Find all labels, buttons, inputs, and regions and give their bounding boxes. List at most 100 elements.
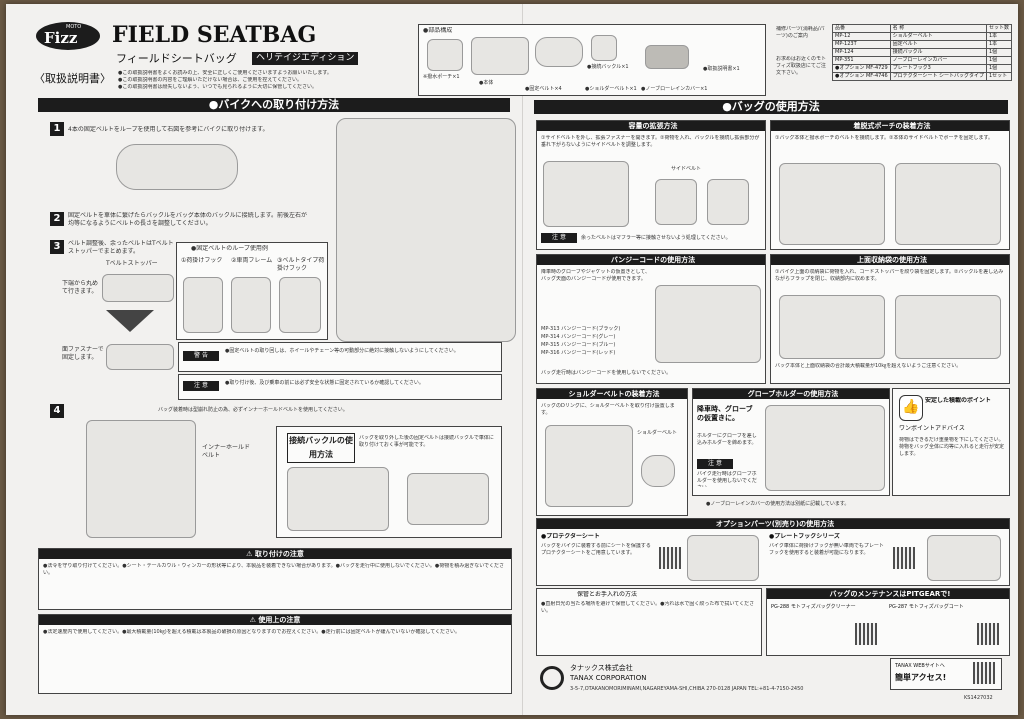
warning-box: 警 告 ●固定ベルトの取り回しは、ホイールやチェーン等の可動部分に絶対に接触しな… xyxy=(178,342,502,372)
parts-caption: 補修パーツ(消耗品/パーツ)のご案内 xyxy=(776,26,825,39)
advice-text: 荷物はできるだけ重量物を下にしてください。荷物をバッグ全体に均等に入れると走行が… xyxy=(899,437,1005,457)
parts-name: 固定ベルト xyxy=(889,40,987,49)
bungee-model-4: MP-316 バンジーコード(レッド) xyxy=(541,350,616,356)
component-body: ●本体 xyxy=(479,80,494,86)
web-qr-code[interactable] xyxy=(973,662,995,684)
parts-code: MP-351 xyxy=(832,56,891,65)
parts-note: お求めはお近くのモトフィズ取扱店にてご注文下さい。 xyxy=(776,56,827,76)
tanax-logo-icon xyxy=(540,666,564,690)
brand-logo: MOTO Fizz xyxy=(36,22,100,50)
product-subtitle: フィールドシートバッグ xyxy=(116,52,237,65)
header-note-1: ●この取扱説明書をよくお読みの上、安全に正しくご使用くださいますようお願いいたし… xyxy=(118,70,332,76)
expand-ok-illustration xyxy=(655,179,697,225)
expand-note-label: 注 意 xyxy=(541,233,577,243)
component-manual: ●取扱説明書×1 xyxy=(703,66,740,72)
step-2-number: 2 xyxy=(50,212,64,226)
logo-moto: MOTO xyxy=(66,24,82,30)
expand-ng-illustration xyxy=(707,179,749,225)
protector-qr-code[interactable] xyxy=(659,547,681,569)
web-access-box[interactable]: TANAX WEBサイトへ 簡単アクセス! xyxy=(890,658,1002,690)
parts-name: プレートフック3 xyxy=(889,64,987,73)
top-storage-note: バッグ本体と上面収納袋の合計最大積載量が10㎏を超えないようご注意ください。 xyxy=(775,363,962,369)
attach-banner: ●バイクへの取り付け方法 xyxy=(38,98,510,112)
t-stopper-label: Tベルトストッパー xyxy=(106,260,158,267)
buckle-usage-box: 接続バックルの使用方法 バッグを取り外した後の固定ベルトは接続バックルで車体に取… xyxy=(276,426,502,538)
caution-box: 注 意 ●取り付け後、及び乗車の前には必ず安全な状態に固定されているか確認してく… xyxy=(178,374,502,400)
glove-big-text: 降車時、グローブの仮置きに。 xyxy=(697,405,753,422)
parts-code: ●オプション MF-4746 xyxy=(832,72,891,81)
inner-belt-label: インナーホールドベルト xyxy=(202,444,251,459)
glove-illustration xyxy=(765,405,885,491)
storage-box: 保管とお手入れの方法 ●直射日光の当たる場所を避けて保管してください。●汚れは水… xyxy=(536,588,762,656)
shoulder-title: ショルダーベルトの装着方法 xyxy=(537,389,687,399)
buckle-usage-text: バッグを取り外した後の固定ベルトは接続バックルで車体に取り付けておく事が可能です… xyxy=(359,435,494,448)
loop-frame-illustration xyxy=(231,277,271,333)
loop-beltstyle-illustration xyxy=(279,277,321,333)
glove-box: グローブホルダーの使用方法 降車時、グローブの仮置きに。 ホルダーにグローブを差… xyxy=(692,388,890,496)
glove-note-label: 注 意 xyxy=(697,459,733,469)
buckle-illustration xyxy=(591,35,617,61)
company-address: 3-5-7,OTAKANOMORIMINAMI,NAGAREYAMA-SHI,C… xyxy=(570,686,804,692)
glove-note: バイク走行時はグローブホルダーを使用しないでください。 xyxy=(697,471,757,487)
step-2-text: 固定ベルトを車体に繋げたらバックルをバッグ本体のバックルに接続します。前後左右が… xyxy=(68,212,308,227)
storage-title: 保管とお手入れの方法 xyxy=(577,591,638,598)
loop-item-1: ①荷掛けフック xyxy=(181,257,223,264)
bag-illustration xyxy=(471,37,529,75)
component-raincover: ●ノーブローレインカバー×1 xyxy=(641,86,708,92)
plate-illustration xyxy=(927,535,1001,581)
usage-banner: ●バッグの使用方法 xyxy=(534,100,1008,114)
parts-header-name: 名 称 xyxy=(889,24,987,33)
top-storage-box: 上面収納袋の使用方法 ①バイク上面の収納袋に荷物を入れ、コードストッパーを絞り袋… xyxy=(770,254,1010,384)
use-caution-text: ●法定速度内で使用してください。●最大積載量(10㎏)を超える積載は本製品の破損… xyxy=(43,629,461,635)
manual-sheet: MOTO Fizz FIELD SEATBAG フィールドシートバッグ ヘリテイ… xyxy=(6,4,1018,715)
loop-hook-illustration xyxy=(183,277,223,333)
company-en: TANAX CORPORATION xyxy=(570,674,647,682)
step-1-text: 4本の固定ベルトをループを使用して右図を参考にバイクに取り付けます。 xyxy=(68,126,269,133)
bungee-note: バッグ走行時はバンジーコードを使用しないでください。 xyxy=(541,370,672,376)
parts-qty: 1セット xyxy=(985,72,1013,81)
loop-example-title: ●固定ベルトのループ使用例 xyxy=(191,245,268,252)
shoulder-text: バッグのDリングに、ショルダーベルトを取り付け設置します。 xyxy=(541,403,675,416)
plate-text: バイク車体に荷掛けフックが無い車両でもプレートフックを使用すると装着が可能になり… xyxy=(769,543,884,556)
protector-title: ●プロテクターシート xyxy=(541,533,600,540)
plate-qr-code[interactable] xyxy=(893,547,915,569)
warning-text: ●固定ベルトの取り回しは、ホイールやチェーン等の可動部分に絶対に接触しないように… xyxy=(225,348,459,354)
bungee-model-3: MP-315 バンジーコード(ブルー) xyxy=(541,342,616,348)
use-caution-box: ⚠ 使用上の注意 ●法定速度内で使用してください。●最大積載量(10㎏)を超える… xyxy=(38,614,512,694)
component-shoulder: ●ショルダーベルト×1 xyxy=(585,86,637,92)
storage-text: ●直射日光の当たる場所を避けて保管してください。●汚れは水で固く絞った布で拭いて… xyxy=(541,601,755,614)
caution-label: 注 意 xyxy=(183,381,219,391)
parts-header-row: 品番 名 称 セット数 xyxy=(832,24,1013,33)
expand-bag-illustration xyxy=(543,161,629,227)
top-storage-step1-illustration xyxy=(779,295,885,359)
components-box: ●部品構成 ※撥水ポーチ×1 ●本体 ●固定ベルト×4 ●ショルダーベルト×1 … xyxy=(418,24,766,96)
pg287-qr-code[interactable] xyxy=(977,623,999,645)
parts-header-qty: セット数 xyxy=(985,24,1013,33)
maintenance-box: バッグのメンテナンスはPITGEARで! PG-288 モトフィズバッグクリーナ… xyxy=(766,588,1010,656)
motorcycle-illustration xyxy=(336,118,516,342)
header-note-3: ●この取扱説明書は紛失しないよう、いつでも見られるように大切に保管してください。 xyxy=(118,84,317,90)
edition-badge: ヘリテイジエディション xyxy=(252,52,359,65)
pouch-box: 着脱式ポーチの装着方法 ①バッグ本体と撥水ポーチのベルトを接続します。②本体のサ… xyxy=(770,120,1010,250)
inner-belt-illustration xyxy=(86,420,196,538)
parts-code: MP-124 xyxy=(832,48,891,57)
parts-name: 接続バックル xyxy=(889,48,987,57)
bungee-title: バンジーコードの使用方法 xyxy=(537,255,765,265)
pg288-label: PG-288 モトフィズバッグクリーナー xyxy=(771,604,856,610)
attach-caution-box: ⚠ 取り付けの注意 ●法令を守り取り付けてください。●シート・テールカウル・ウィ… xyxy=(38,548,512,610)
bungee-box: バンジーコードの使用方法 降車時のグローブやジャケットの仮置きとして、バッグ天面… xyxy=(536,254,766,384)
down-arrow-icon xyxy=(106,310,154,332)
parts-qty: 1個 xyxy=(985,48,1013,57)
pg288-qr-code[interactable] xyxy=(855,623,877,645)
bungee-text: 降車時のグローブやジャケットの仮置きとして、バッグ天面のバンジーコードが使用でき… xyxy=(541,269,651,282)
loop-item-3: ③ベルトタイプ荷掛けフック xyxy=(277,257,325,272)
loop-example-box: ●固定ベルトのループ使用例 ①荷掛けフック ②車両フレーム ③ベルトタイプ荷掛け… xyxy=(176,242,328,340)
belt-loop-illustration xyxy=(116,144,238,190)
maintenance-title: バッグのメンテナンスはPITGEARで! xyxy=(767,589,1009,599)
advice-box: 👍 安定した積載のポイント ワンポイントアドバイス 荷物はできるだけ重量物を下に… xyxy=(892,388,1010,496)
expand-title: 容量の拡張方法 xyxy=(537,121,765,131)
fastener-label: 面ファスナーで固定します。 xyxy=(62,346,104,361)
